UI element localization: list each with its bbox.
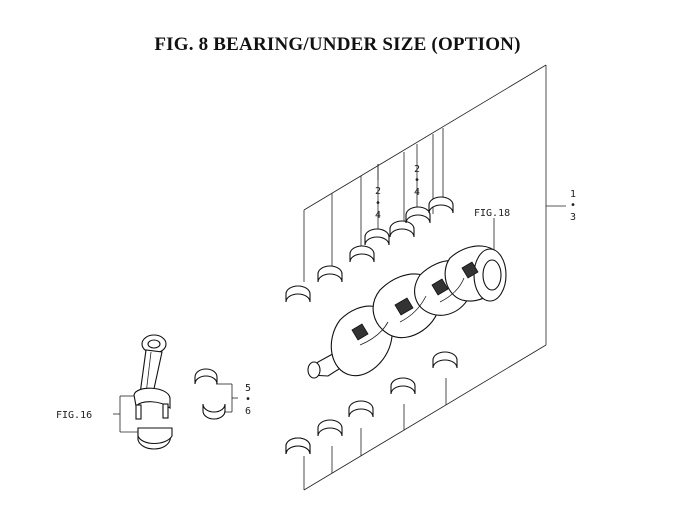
bearing-shell bbox=[364, 228, 390, 246]
bearing-shell bbox=[349, 245, 375, 263]
callout-conrod-from: 5 bbox=[245, 383, 251, 394]
callout-upper-right-to: 4 bbox=[414, 187, 420, 198]
bearing-shell bbox=[285, 437, 311, 455]
figure-title: FIG. 8 BEARING/UNDER SIZE (OPTION) bbox=[154, 34, 521, 55]
callout-upper-right-sep: • bbox=[414, 175, 420, 186]
conrod-leaders bbox=[113, 383, 238, 433]
conrod-figure-ref: FIG.16 bbox=[56, 410, 92, 421]
bearing-shell bbox=[285, 285, 311, 303]
bearing-shell bbox=[405, 206, 431, 224]
bearing-shell bbox=[348, 400, 374, 418]
bearing-shell bbox=[317, 419, 343, 437]
connecting-rod bbox=[133, 334, 173, 450]
crankshaft-figure-ref: FIG.18 bbox=[474, 208, 510, 219]
callout-main-sep: • bbox=[570, 200, 576, 211]
bearing-shell bbox=[432, 351, 458, 369]
lower-main-bearing-shells bbox=[285, 351, 458, 455]
bearing-shell bbox=[389, 220, 415, 238]
callout-upper-left-from: 2 bbox=[375, 186, 381, 197]
callout-upper-left-sep: • bbox=[375, 198, 381, 209]
bearing-shell bbox=[317, 265, 343, 283]
lower-shell-leaders bbox=[331, 378, 447, 473]
upper-main-bearing-shells bbox=[285, 196, 454, 303]
crankshaft bbox=[307, 245, 507, 379]
main-bracket-lines bbox=[303, 64, 566, 491]
bearing-shell bbox=[194, 368, 218, 385]
upper-shell-leaders bbox=[331, 128, 444, 270]
callout-main-to: 3 bbox=[570, 212, 576, 223]
callout-upper-left-to: 4 bbox=[375, 210, 381, 221]
callout-main-from: 1 bbox=[570, 189, 576, 200]
conrod-bearing-shells bbox=[194, 368, 226, 420]
bearing-shell bbox=[428, 196, 454, 214]
bearing-shell bbox=[202, 403, 226, 420]
callout-conrod-sep: • bbox=[245, 394, 251, 405]
bearing-shell bbox=[390, 377, 416, 395]
callout-conrod-to: 6 bbox=[245, 406, 251, 417]
callout-upper-right-from: 2 bbox=[414, 164, 420, 175]
